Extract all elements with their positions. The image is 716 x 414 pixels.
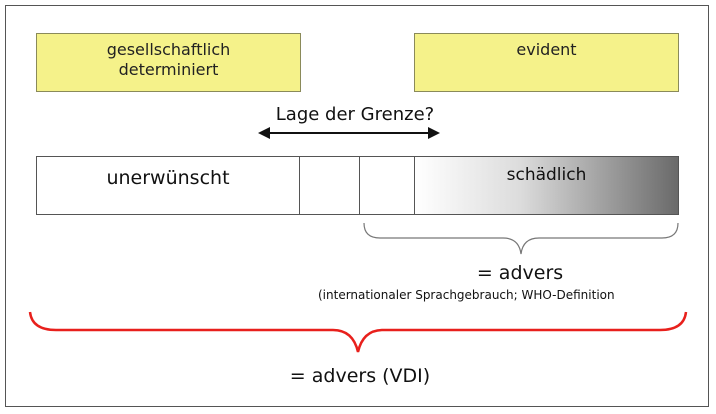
advers-vdi-brace [28,311,688,353]
box-evident: evident [414,33,679,92]
segment-schaedlich-label: schädlich [506,165,587,185]
box-left-line1: gesellschaftlich [106,40,231,59]
double-arrow [258,127,440,139]
box-left-line2: determiniert [118,60,219,79]
advers-note: (internationaler Sprachgebrauch; WHO-Def… [318,288,615,302]
segment-unerwuenscht-label: unerwünscht [106,167,230,189]
segment-schaedlich: schädlich [414,156,679,215]
boundary-question-label: Lage der Grenze? [275,104,435,125]
box-right-label: evident [516,40,577,59]
box-gesellschaftlich-determiniert: gesellschaftlich determiniert [36,33,301,92]
advers-brace [363,222,679,255]
advers-label: = advers [476,262,564,284]
advers-vdi-label: = advers (VDI) [289,365,431,387]
